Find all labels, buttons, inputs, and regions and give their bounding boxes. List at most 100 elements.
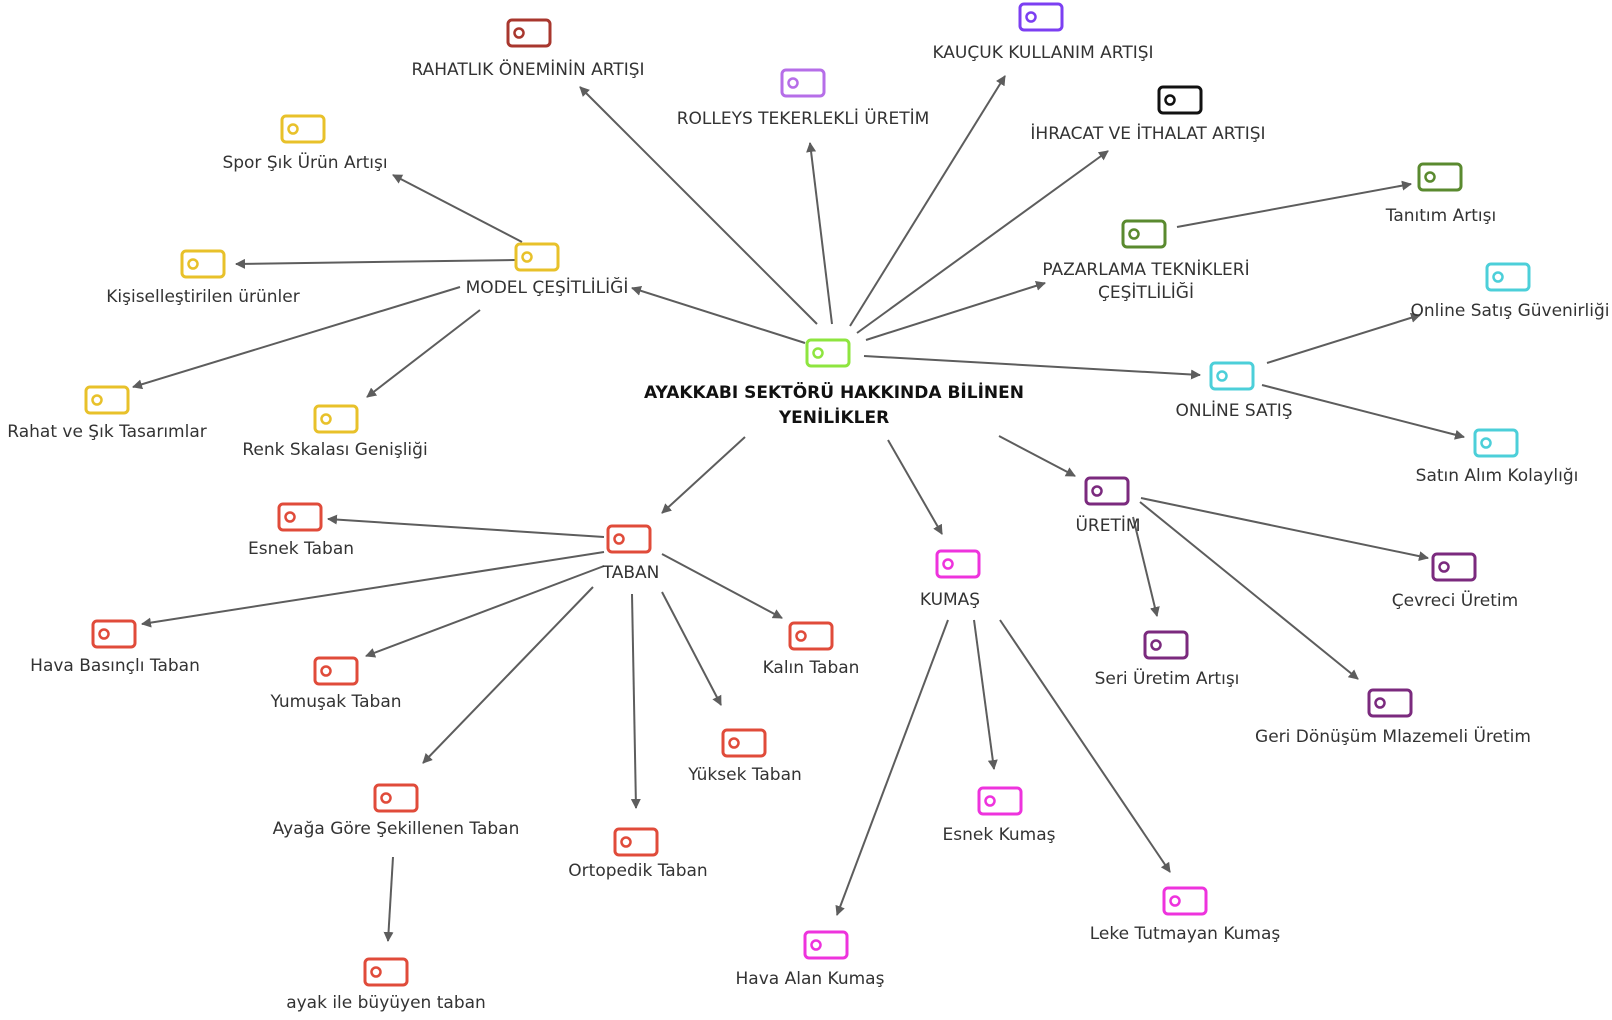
connector-arrow	[383, 856, 394, 942]
connector-arrow	[863, 355, 1201, 380]
node-label-kalin[interactable]: Kalın Taban	[763, 658, 860, 678]
tag-icon	[606, 524, 652, 554]
node-label-hava-alan[interactable]: Hava Alan Kumaş	[736, 969, 885, 989]
tag-icon	[788, 621, 834, 651]
connector-arrow	[849, 75, 1006, 327]
tag-icon	[780, 68, 826, 98]
node-label-rolleys[interactable]: ROLLEYS TEKERLEKLİ ÜRETİM	[677, 107, 930, 129]
tag-icon	[935, 549, 981, 579]
node-label-esnek-kumas[interactable]: Esnek Kumaş	[943, 825, 1056, 845]
tag-icon	[373, 783, 419, 813]
node-label-satin-alim[interactable]: Satın Alım Kolaylığı	[1416, 466, 1579, 486]
node-label-pazarlama-line2[interactable]: ÇEŞİTLİLİĞİ	[1098, 281, 1194, 303]
connector-arrow	[661, 591, 722, 706]
node-icons	[84, 2, 1531, 987]
connector-arrow	[1139, 501, 1359, 680]
connector-arrow	[366, 309, 481, 398]
tag-icon	[1367, 688, 1413, 718]
tag-icon	[1417, 162, 1463, 192]
node-label-seri-uretim[interactable]: Seri Üretim Artışı	[1095, 667, 1240, 689]
node-label-rahat-sik[interactable]: Rahat ve Şık Tasarımlar	[7, 422, 206, 442]
connector-arrow	[327, 514, 605, 538]
connector-arrow	[132, 286, 461, 390]
node-label-yuksek[interactable]: Yüksek Taban	[687, 765, 802, 785]
node-label-ayak-ile[interactable]: ayak ile büyüyen taban	[286, 993, 486, 1013]
connector-arrow	[1266, 312, 1421, 364]
tag-icon	[977, 786, 1023, 816]
connector-arrows	[132, 75, 1465, 942]
connector-arrow	[806, 142, 833, 325]
node-label-hava-basincli[interactable]: Hava Basınçlı Taban	[30, 656, 200, 676]
connector-arrow	[422, 586, 594, 764]
node-label-kumas[interactable]: KUMAŞ	[920, 590, 980, 610]
tag-icon	[313, 656, 359, 686]
tag-icon	[180, 249, 226, 279]
connector-arrow	[887, 439, 943, 535]
tag-icon	[613, 827, 659, 857]
node-label-tanitim[interactable]: Tanıtım Artışı	[1385, 206, 1496, 226]
node-label-geri-donusum[interactable]: Geri Dönüşüm Mlazemeli Üretim	[1255, 725, 1531, 747]
tag-icon	[313, 404, 359, 434]
tag-icon	[1431, 552, 1477, 582]
node-label-model-cesitliligi[interactable]: MODEL ÇEŞİTLİLİĞİ	[466, 276, 629, 298]
tag-icon	[721, 728, 767, 758]
node-label-online-satis[interactable]: ONLİNE SATIŞ	[1175, 400, 1292, 421]
tag-icon	[1084, 476, 1130, 506]
connector-arrow	[865, 280, 1046, 341]
center-topic-label-line2[interactable]: YENİLİKLER	[778, 406, 889, 428]
connector-arrow	[141, 551, 605, 628]
node-label-kaucuk[interactable]: KAUÇUK KULLANIM ARTIŞI	[932, 43, 1153, 63]
node-label-yumusak[interactable]: Yumuşak Taban	[269, 692, 401, 712]
node-label-taban[interactable]: TABAN	[602, 563, 660, 583]
tag-icon	[1121, 219, 1167, 249]
node-label-leke-tutmayan[interactable]: Leke Tutmayan Kumaş	[1090, 924, 1281, 944]
connector-arrow	[630, 593, 641, 809]
connector-arrow	[392, 174, 523, 243]
node-label-renk-skalasi[interactable]: Renk Skalası Genişliği	[242, 440, 427, 460]
connector-arrow	[365, 565, 605, 658]
node-label-ihracat[interactable]: İHRACAT VE İTHALAT ARTIŞI	[1030, 123, 1265, 144]
tag-icon	[277, 502, 323, 532]
connector-arrow	[235, 258, 516, 269]
tag-icon	[514, 242, 560, 272]
connector-arrow	[999, 619, 1171, 873]
connector-arrow	[661, 553, 783, 619]
tag-icon	[805, 338, 851, 368]
node-label-cevreci[interactable]: Çevreci Üretim	[1392, 589, 1518, 611]
tag-icon	[1143, 630, 1189, 660]
tag-icon	[506, 18, 552, 48]
connector-arrow	[1132, 516, 1160, 617]
connector-arrow	[856, 150, 1109, 334]
connector-arrow	[1140, 497, 1429, 562]
node-label-ortopedik[interactable]: Ortopedik Taban	[568, 861, 707, 881]
connector-arrow	[579, 86, 818, 325]
tag-icon	[1018, 2, 1064, 32]
node-label-esnek-taban[interactable]: Esnek Taban	[248, 539, 354, 559]
node-label-spor-sik[interactable]: Spor Şık Ürün Artışı	[222, 151, 387, 173]
tag-icon	[1157, 85, 1203, 115]
node-label-kisisellestirilen[interactable]: Kişiselleştirilen ürünler	[106, 287, 299, 307]
connector-arrow	[1261, 384, 1465, 440]
connector-arrow	[661, 436, 746, 514]
node-label-uretim[interactable]: ÜRETİM	[1075, 514, 1140, 536]
tag-icon	[1485, 262, 1531, 292]
tag-icon	[1162, 886, 1208, 916]
center-topic-label[interactable]: AYAKKABI SEKTÖRÜ HAKKINDA BİLİNEN	[644, 381, 1024, 403]
tag-icon	[803, 930, 849, 960]
tag-icon	[363, 957, 409, 987]
tag-icon	[1473, 428, 1519, 458]
tag-icon	[280, 114, 326, 144]
connector-arrow	[973, 619, 998, 770]
node-label-online-guven[interactable]: Online Satış Güvenirliği	[1410, 301, 1609, 321]
connector-arrow	[998, 435, 1076, 477]
tag-icon	[1209, 361, 1255, 391]
node-label-rahatlik[interactable]: RAHATLIK ÖNEMİNİN ARTIŞI	[411, 58, 644, 80]
tag-icon	[91, 619, 137, 649]
node-label-pazarlama[interactable]: PAZARLAMA TEKNİKLERİ	[1042, 259, 1249, 280]
connector-arrow	[1176, 180, 1412, 228]
node-label-ayaga-gore[interactable]: Ayağa Göre Şekillenen Taban	[273, 819, 520, 839]
connector-arrow	[835, 619, 949, 916]
tag-icon	[84, 385, 130, 415]
connector-arrow	[631, 285, 806, 344]
